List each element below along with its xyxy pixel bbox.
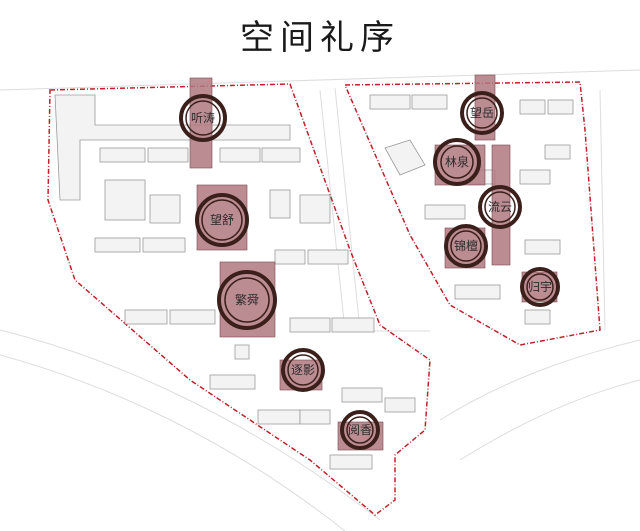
page-title: 空间礼序: [240, 18, 400, 58]
label-jintan: 锦檀: [454, 238, 478, 253]
context-roads: [0, 69, 640, 531]
west-site-boundary: [47, 83, 431, 516]
ring-wangshu: [195, 193, 249, 247]
label-yuexiang: 阅香: [348, 423, 372, 437]
label-wangshu: 望舒: [210, 213, 234, 227]
label-liuyun: 流云: [488, 200, 512, 214]
ring-zhuying: [281, 348, 325, 392]
west-buildings: [54, 94, 416, 470]
label-wangyue: 望岳: [470, 106, 494, 120]
label-fanshun: 繁舜: [235, 292, 259, 307]
zone-tingtao-area: [189, 77, 213, 169]
ring-fanshun: [217, 270, 277, 330]
ring-guiyu: [520, 267, 560, 307]
label-tingtao: 听涛: [191, 110, 215, 125]
label-zhuying: 逐影: [291, 363, 315, 377]
east-site-boundary: [343, 81, 601, 346]
ring-jintan: [444, 224, 488, 268]
zone-guiyu-area: [521, 271, 558, 303]
ring-yuexiang: [340, 410, 380, 450]
zone-labels: 听涛 望舒 繁舜 逐影 阅香 望岳 林泉 流云 锦檀 归宇: [191, 106, 552, 437]
ring-tingtao: [179, 94, 227, 142]
label-guiyu: 归宇: [528, 280, 552, 294]
zone-liuyun-area: [491, 144, 511, 266]
ink-rings: [179, 91, 560, 450]
label-linquan: 林泉: [445, 155, 469, 169]
ring-liuyun: [478, 185, 522, 229]
ring-linquan: [433, 138, 481, 186]
ring-wangyue: [460, 91, 504, 135]
